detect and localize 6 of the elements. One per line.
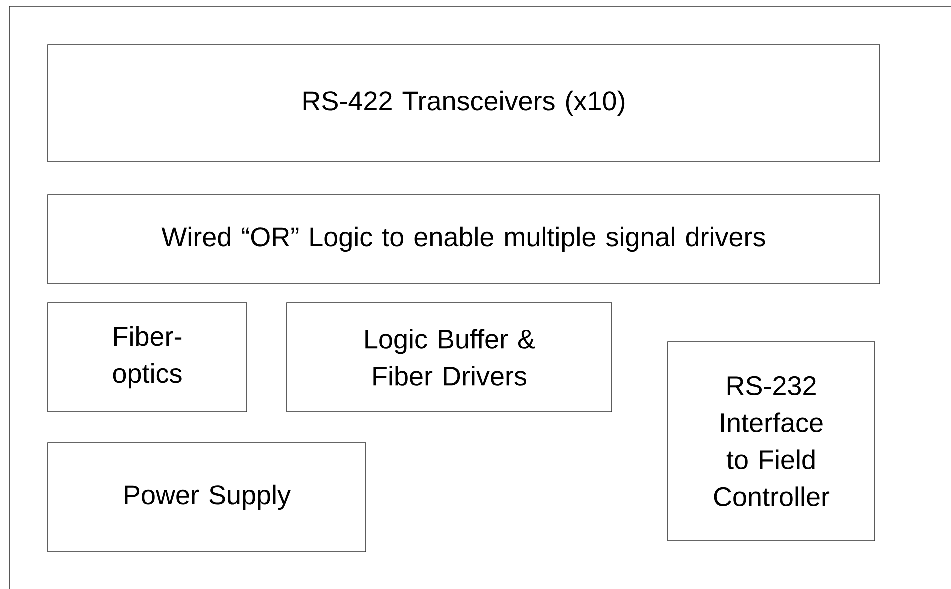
block-box: RS-422 Transceivers (x10)	[48, 44, 880, 162]
block-box: RS-232 Interface to Field Controller	[668, 342, 876, 542]
block-box: Logic Buffer & Fiber Drivers	[286, 302, 612, 412]
block-box: Power Supply	[48, 442, 366, 552]
block-box: Wired “OR” Logic to enable multiple signal drivers	[48, 194, 880, 284]
block-box: Fiber-optics	[48, 302, 248, 412]
